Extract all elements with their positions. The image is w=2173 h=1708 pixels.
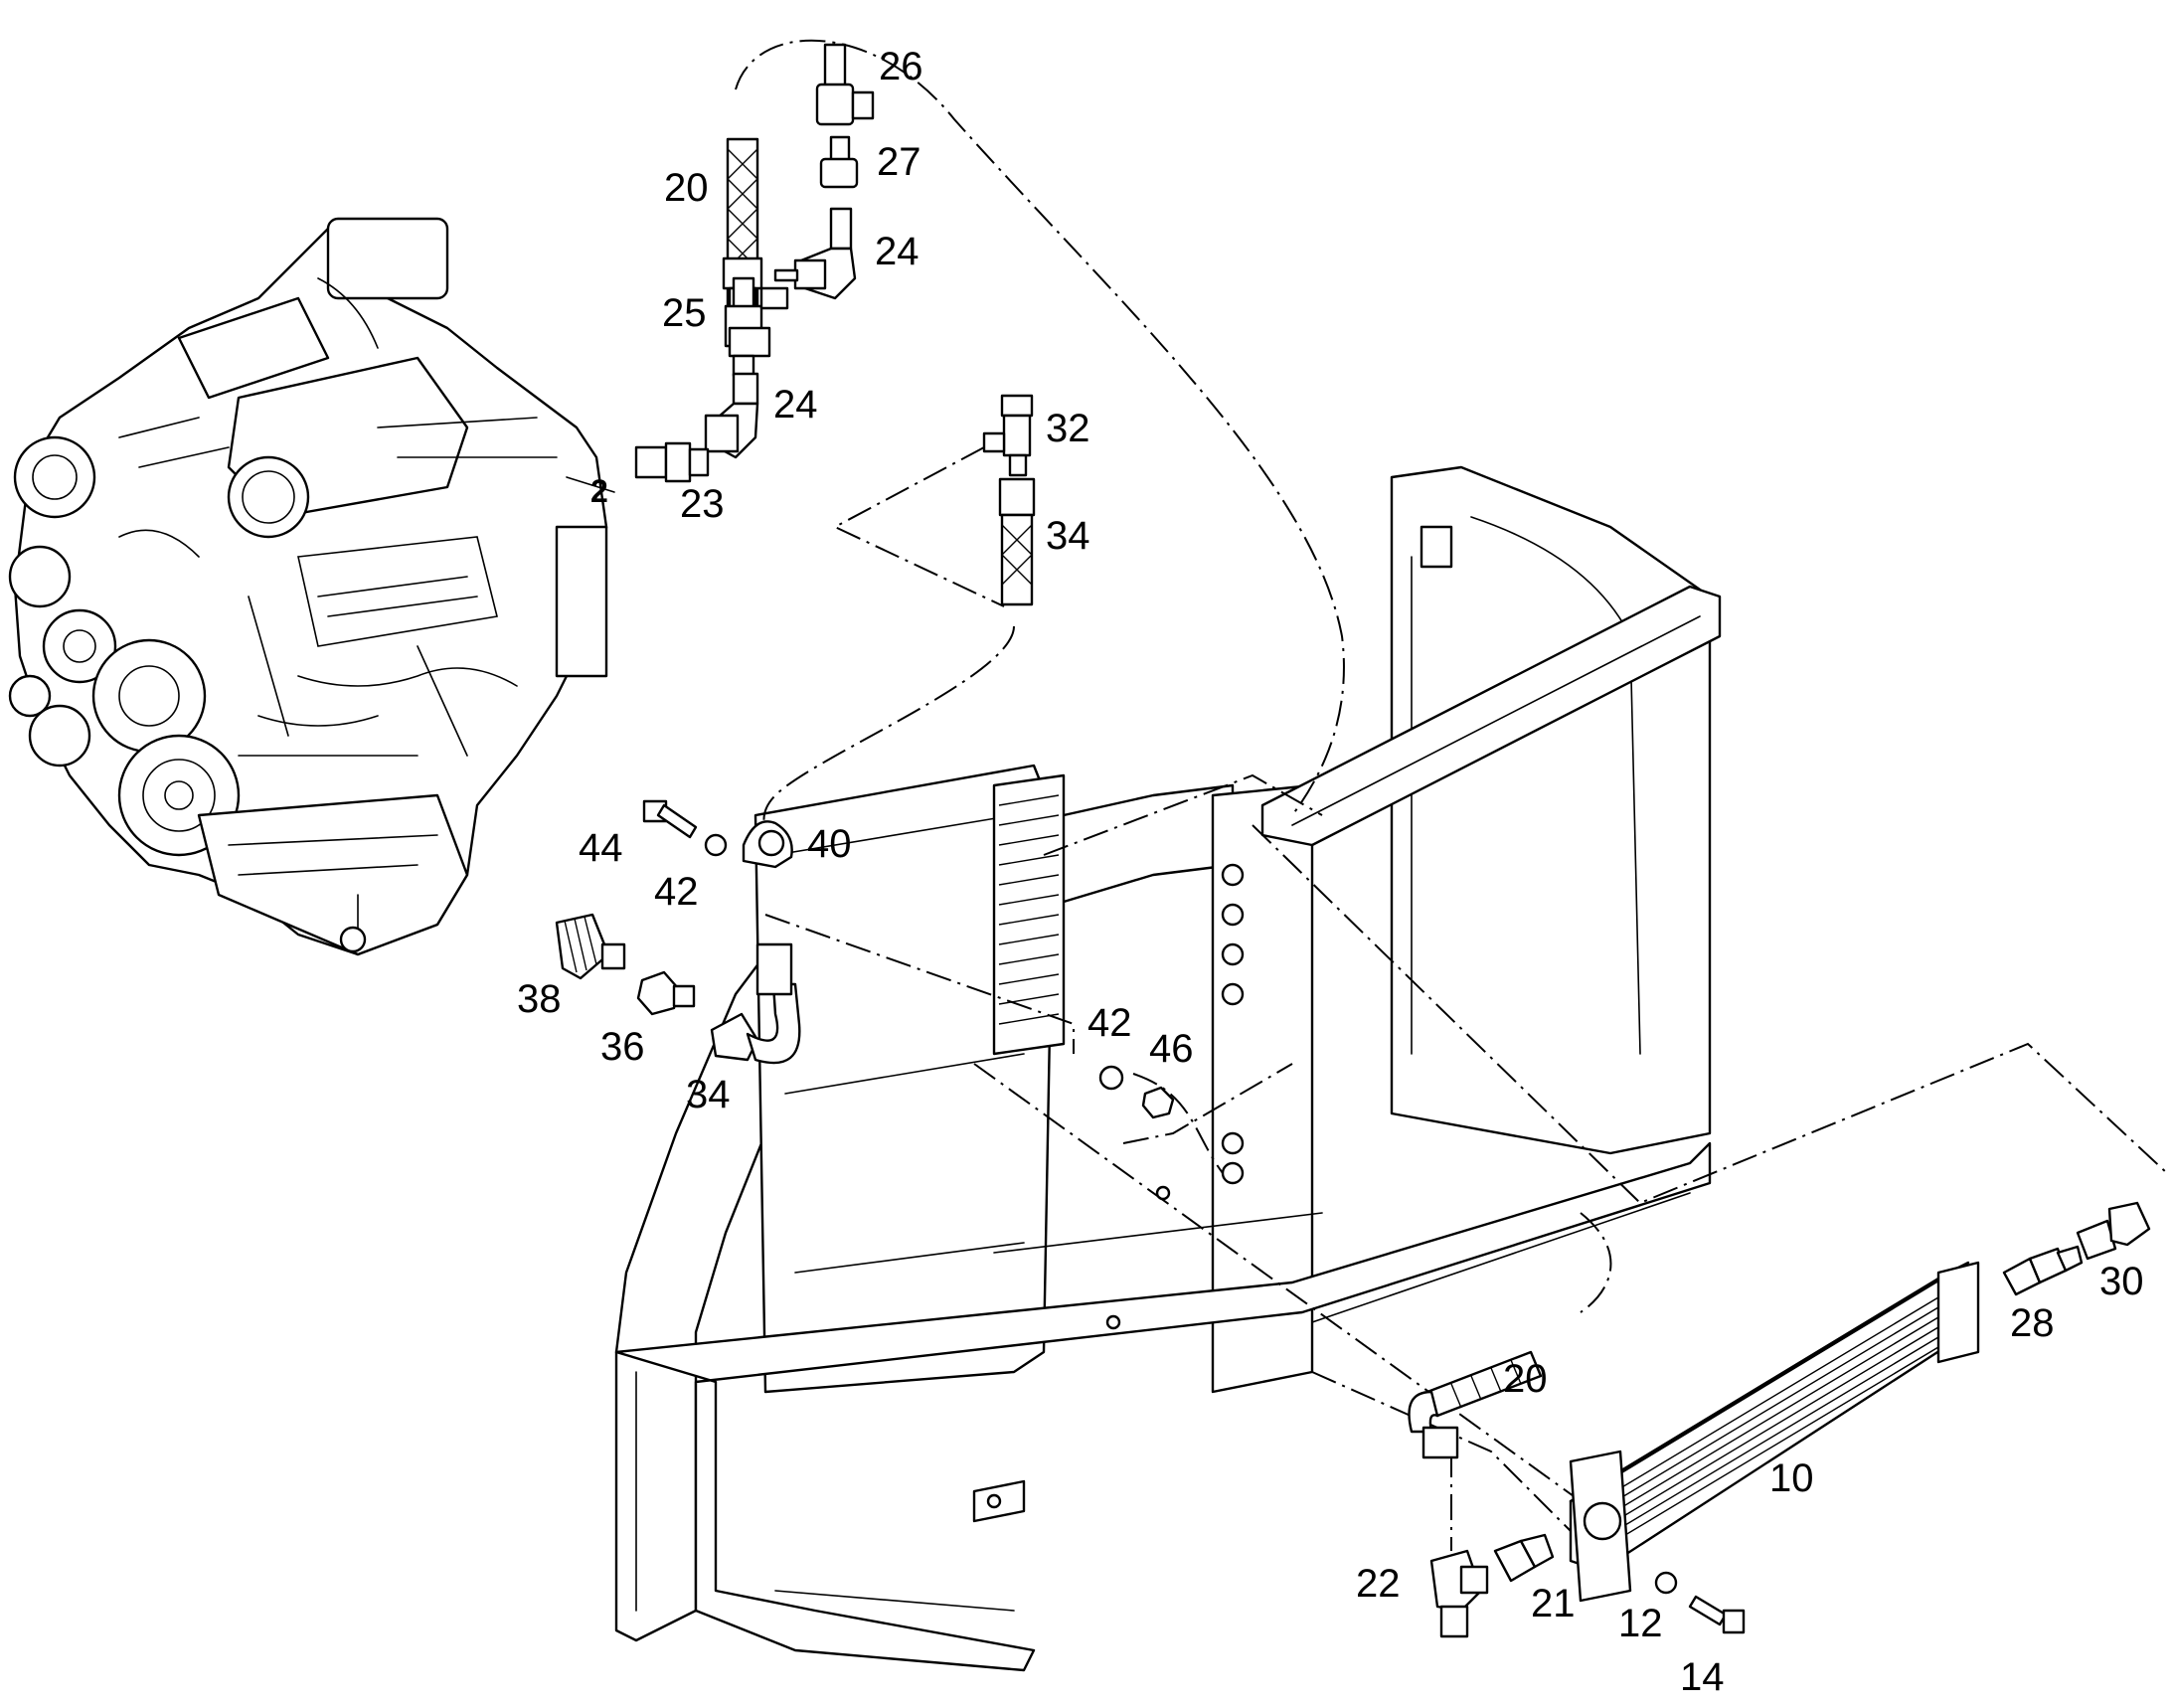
callout-26: 26 xyxy=(879,45,923,88)
part-26-fitting xyxy=(815,43,875,126)
callout-10: 10 xyxy=(1769,1456,1814,1500)
part-21-adapter xyxy=(1493,1533,1555,1583)
part-20-hose-lower xyxy=(1408,1350,1543,1459)
callout-32: 32 xyxy=(1046,407,1090,450)
callout-34-lower: 34 xyxy=(686,1073,731,1116)
part-14-bolt xyxy=(1688,1595,1746,1634)
parts-upper-group xyxy=(634,43,1036,606)
engine-assembly xyxy=(8,217,608,956)
callout-28: 28 xyxy=(2010,1301,2055,1345)
callout-2: 2 xyxy=(590,473,608,509)
callout-20-upper: 20 xyxy=(664,166,709,210)
callout-46: 46 xyxy=(1149,1027,1194,1071)
callout-22: 22 xyxy=(1356,1562,1401,1606)
part-28-adapter xyxy=(2002,1245,2084,1296)
part-42-washer-upper xyxy=(704,833,728,857)
callout-42-upper: 42 xyxy=(654,870,699,914)
part-25-tee xyxy=(724,276,789,378)
part-23-adapter xyxy=(634,441,710,483)
part-38-cap xyxy=(555,913,626,980)
callout-40: 40 xyxy=(807,822,852,866)
callout-labels: 2 10 12 14 20 20 21 22 23 24 24 25 26 27… xyxy=(517,45,2144,1699)
part-22-elbow xyxy=(1429,1549,1489,1638)
part-36-nut xyxy=(636,970,696,1016)
part-27-adapter xyxy=(819,135,859,189)
callout-25: 25 xyxy=(662,291,707,335)
callout-42-lower: 42 xyxy=(1087,1001,1132,1045)
part-34-hose-upper xyxy=(998,477,1036,606)
part-40-clamp xyxy=(742,820,793,869)
part-34-hose-lower xyxy=(710,942,801,1065)
leader-lines xyxy=(735,39,2168,1551)
part-46-nut xyxy=(1141,1086,1175,1119)
callout-20-lower: 20 xyxy=(1503,1357,1548,1401)
parts-middle-group xyxy=(555,799,1175,1119)
callout-44: 44 xyxy=(579,826,623,870)
callout-24-upper: 24 xyxy=(875,230,919,273)
part-30-nut xyxy=(2076,1201,2151,1261)
callout-12: 12 xyxy=(1618,1602,1663,1645)
callout-24-lower: 24 xyxy=(773,383,818,427)
callout-34-upper: 34 xyxy=(1046,514,1090,558)
callout-21: 21 xyxy=(1531,1582,1576,1625)
parts-cooler-group xyxy=(1408,1201,2151,1638)
callout-38: 38 xyxy=(517,977,562,1021)
part-44-bolt xyxy=(642,799,698,839)
callout-14: 14 xyxy=(1680,1655,1725,1699)
part-42-washer-lower xyxy=(1098,1065,1124,1091)
part-32-tee xyxy=(982,394,1034,477)
callout-36: 36 xyxy=(600,1025,645,1069)
part-24-elbow-lower xyxy=(704,372,759,459)
part-12-washer xyxy=(1654,1571,1678,1595)
chassis-frame xyxy=(614,465,1722,1672)
part-10-oil-cooler xyxy=(1569,1261,1980,1603)
callout-30: 30 xyxy=(2099,1260,2144,1303)
callout-27: 27 xyxy=(877,140,921,184)
callout-23: 23 xyxy=(680,482,725,526)
part-24-elbow-upper xyxy=(773,207,857,300)
